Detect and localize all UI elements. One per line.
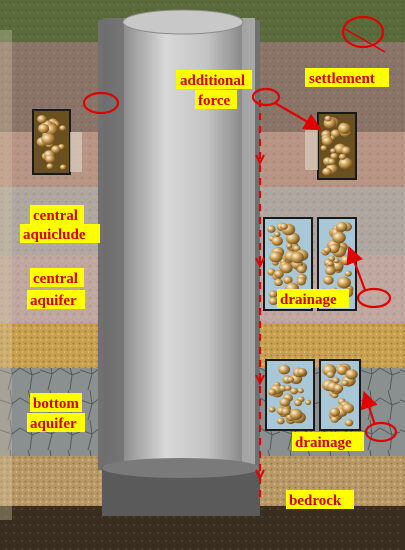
pebble bbox=[292, 245, 301, 252]
pebble bbox=[286, 243, 293, 249]
shaft-top bbox=[122, 9, 244, 35]
pebble bbox=[340, 255, 353, 266]
pebble bbox=[297, 368, 307, 376]
pebble bbox=[279, 397, 291, 407]
pebble bbox=[280, 263, 293, 274]
pebble bbox=[296, 277, 307, 286]
additional-force-label-2: force bbox=[198, 93, 231, 109]
annotations bbox=[82, 15, 398, 500]
pebble bbox=[332, 231, 346, 244]
pebble bbox=[327, 158, 336, 165]
pebble bbox=[273, 269, 284, 279]
additional-force-marker-icon bbox=[251, 87, 281, 107]
pebble bbox=[283, 276, 293, 284]
drainage-upper-label: drainage bbox=[280, 292, 337, 308]
pebble bbox=[328, 255, 336, 262]
pebble bbox=[323, 246, 332, 254]
settlement-marker-icon bbox=[341, 15, 385, 49]
pebble bbox=[338, 123, 351, 134]
bedrock-label: bedrock bbox=[289, 493, 342, 509]
settlement-label: settlement bbox=[309, 71, 375, 87]
pebble bbox=[273, 231, 281, 237]
pebble bbox=[268, 290, 278, 299]
additional-force-label-1: additional bbox=[180, 73, 245, 89]
pebble bbox=[267, 225, 276, 233]
pebble bbox=[326, 371, 335, 378]
pebble bbox=[274, 278, 283, 287]
pebble bbox=[336, 365, 348, 375]
pebble bbox=[341, 146, 351, 155]
drainage-lower-label: drainage bbox=[295, 435, 352, 451]
pebble bbox=[327, 261, 334, 267]
central-aquifer-label-1: central bbox=[33, 271, 78, 287]
pebble bbox=[37, 115, 47, 124]
pebble bbox=[332, 377, 340, 384]
pebble bbox=[322, 167, 332, 176]
pebble bbox=[267, 268, 276, 276]
pebble bbox=[330, 152, 339, 160]
pebble bbox=[268, 297, 279, 306]
pebble bbox=[341, 379, 349, 387]
pebble bbox=[287, 376, 295, 383]
pebble bbox=[297, 265, 307, 274]
pebble bbox=[45, 154, 56, 164]
pebble bbox=[345, 369, 358, 380]
pebble bbox=[330, 148, 337, 154]
pebble bbox=[344, 270, 352, 277]
pebble bbox=[328, 243, 340, 254]
pebble bbox=[278, 364, 291, 375]
shaft-base-top bbox=[102, 458, 260, 478]
pebble bbox=[38, 123, 50, 134]
pebble bbox=[324, 115, 332, 122]
pebble bbox=[329, 407, 340, 417]
drainage-lower-marker-icon bbox=[364, 421, 398, 443]
pebble bbox=[330, 416, 339, 423]
pebble bbox=[51, 145, 61, 154]
pebble bbox=[289, 408, 303, 420]
central-aquiclude-label-1: central bbox=[33, 208, 78, 224]
pebble bbox=[41, 133, 55, 145]
pebble bbox=[322, 136, 333, 146]
pebble bbox=[325, 266, 336, 276]
pebble bbox=[305, 399, 312, 405]
pebble bbox=[290, 387, 299, 395]
left-wall-cut bbox=[0, 30, 12, 520]
drainage-upper-marker-icon bbox=[356, 287, 392, 309]
pebble bbox=[269, 251, 283, 263]
pebble bbox=[276, 417, 285, 425]
pebble bbox=[294, 399, 302, 407]
pebble bbox=[336, 221, 348, 232]
bottom-aquifer-label-1: bottom bbox=[33, 396, 79, 412]
pebble bbox=[333, 258, 340, 264]
pebble bbox=[342, 403, 354, 414]
pebble bbox=[280, 223, 288, 230]
labels: settlement additional force central aqui… bbox=[20, 68, 389, 509]
central-aquiclude-label-2: aquiclude bbox=[23, 227, 86, 243]
pebble bbox=[333, 384, 344, 393]
pebble bbox=[337, 276, 351, 289]
pebble bbox=[268, 388, 277, 396]
pebble bbox=[268, 406, 276, 413]
pebble bbox=[46, 163, 54, 170]
pebble bbox=[338, 153, 347, 160]
pebble bbox=[271, 236, 283, 246]
pebble bbox=[323, 275, 334, 285]
pebble bbox=[285, 232, 300, 245]
pebble bbox=[284, 385, 292, 391]
pebble bbox=[59, 125, 66, 131]
pebble bbox=[297, 388, 304, 394]
central-aquifer-label-2: aquifer bbox=[30, 293, 77, 309]
pebble bbox=[320, 145, 328, 151]
pebble bbox=[60, 164, 67, 170]
pebble bbox=[281, 407, 291, 416]
bottom-aquifer-label-2: aquifer bbox=[30, 416, 77, 432]
pebble bbox=[278, 385, 287, 392]
pebble bbox=[290, 251, 305, 264]
pebble bbox=[338, 157, 353, 170]
pebble bbox=[344, 419, 354, 427]
upper-left-marker-icon bbox=[82, 91, 120, 115]
